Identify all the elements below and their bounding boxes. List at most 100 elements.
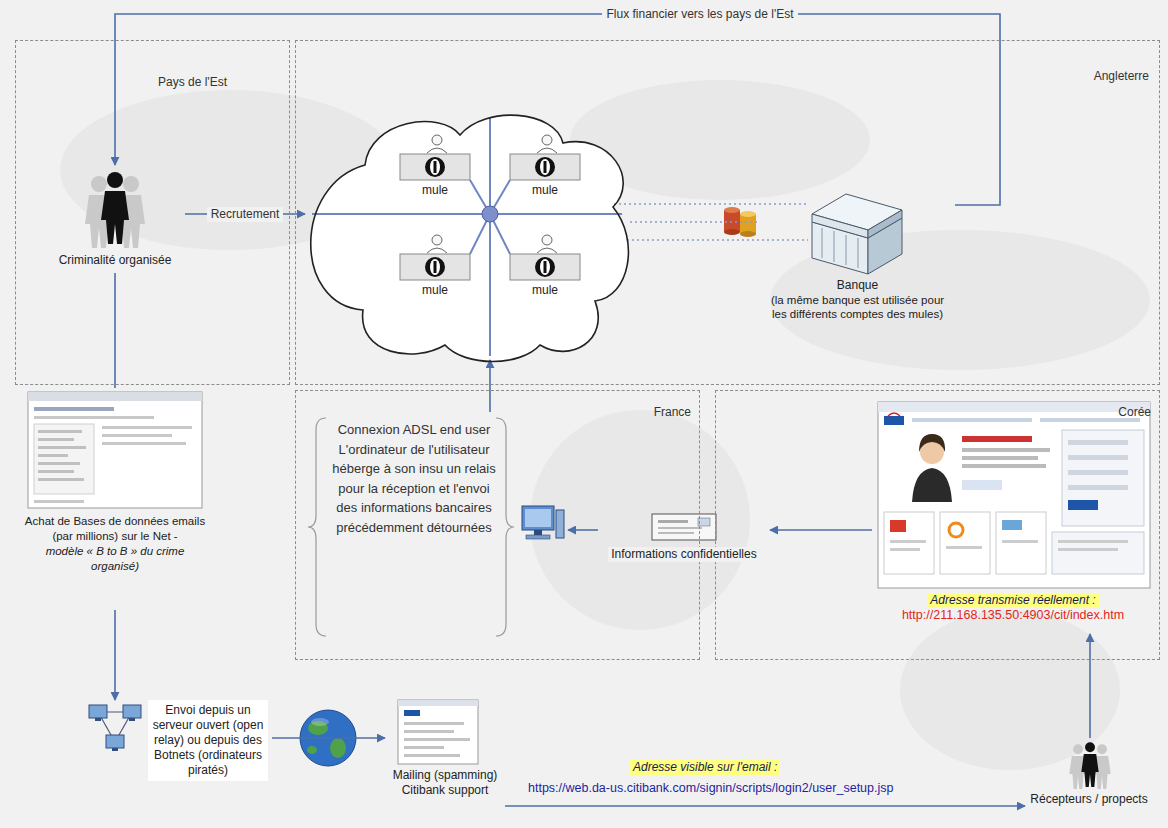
phishing-site: Adresse transmise réellement :http://211… — [872, 398, 1154, 634]
phishing-site-screenshot — [890, 520, 906, 532]
mule-account: mule — [503, 132, 587, 202]
bracket — [308, 418, 326, 636]
phishing-site-screenshot — [1002, 540, 1038, 543]
world-map-background — [530, 410, 750, 630]
bank-building — [868, 210, 902, 238]
coin-stack — [740, 211, 756, 217]
node-text: Informations confidentielles — [608, 547, 759, 562]
botnet-icon — [106, 735, 124, 751]
coin-stack — [724, 207, 740, 213]
region-name: France — [654, 405, 691, 420]
region-name: Angleterre — [1094, 69, 1149, 84]
actor-node: Criminalité organisée — [45, 165, 185, 273]
region-box: CoréeAdresse transmise réellement :http:… — [715, 390, 1160, 660]
region-box: AngleterremulemulemulemuleBanque(la même… — [295, 40, 1160, 385]
phishing-site-screenshot — [888, 413, 900, 416]
money-transfer-lines — [627, 239, 808, 240]
bank-node: Banque(la même banque est utilisée pour … — [760, 180, 955, 340]
phishing-site-screenshot — [912, 418, 1032, 422]
mule-account: mule — [393, 132, 477, 202]
database-screenshot — [38, 446, 86, 449]
bank-building — [858, 238, 859, 268]
phishing-site-screenshot — [890, 540, 926, 543]
world-map-background — [60, 80, 1150, 770]
region-box: France Connexion ADSL end userL'ordinateu… — [295, 390, 700, 660]
coin-stack — [724, 229, 740, 235]
bank-building — [822, 228, 823, 258]
stolen-data: Informations confidentielles — [598, 512, 770, 570]
phishing-site-screenshot — [1052, 532, 1144, 574]
coin-stack — [740, 231, 756, 237]
node-text: Connexion ADSL end user — [332, 420, 496, 440]
flow-arrow — [505, 805, 1025, 807]
spam-sender: Envoi depuis un serveur ouvert (open rel… — [82, 700, 272, 808]
cheque-icon — [658, 520, 688, 523]
database-screenshot — [38, 438, 74, 441]
mule-network-hub — [489, 118, 491, 356]
computer-icon — [522, 506, 564, 539]
computer-icon — [525, 509, 551, 527]
database-screenshot — [34, 500, 84, 503]
node-text: Achat de Bases de données emails (par mi… — [24, 514, 206, 544]
mailing-screenshot — [404, 746, 444, 749]
node-text: mule — [397, 283, 473, 298]
region-name: Pays de l'Est — [158, 75, 227, 90]
computer-icon — [534, 530, 542, 535]
database-screenshot — [28, 392, 202, 508]
network-hub — [482, 206, 498, 222]
phishing-site-screenshot — [1058, 540, 1128, 543]
database-screenshot — [34, 407, 114, 411]
database-screenshot — [34, 416, 154, 419]
globe-icon — [311, 718, 329, 726]
mailing-screenshot — [398, 700, 478, 706]
coin-stack — [724, 210, 740, 232]
mule-icon — [400, 235, 470, 280]
phishing-site-screenshot — [878, 402, 1150, 588]
botnet-icon — [89, 705, 141, 751]
criminal-figure — [101, 172, 129, 244]
edge-label: Flux financier vers les pays de l'Est — [602, 7, 797, 22]
phishing-site-screenshot — [878, 402, 1150, 412]
mule-account: mule — [503, 232, 587, 302]
criminal-figure — [85, 172, 145, 248]
computer-icon — [556, 510, 564, 538]
phishing-site-screenshot — [1068, 470, 1128, 475]
database-purchase: Achat de Bases de données emails (par mi… — [20, 388, 210, 610]
mailing-screenshot — [398, 700, 478, 764]
mailing-screenshot — [404, 710, 420, 716]
relay-computer: Connexion ADSL end userL'ordinateur de l… — [310, 412, 568, 640]
phishing-site-screenshot — [878, 402, 1150, 588]
node-text: Envoi depuis un serveur ouvert (open rel… — [148, 700, 268, 781]
computer-icon — [522, 506, 554, 530]
phishing-site-screenshot — [962, 448, 1050, 452]
mailing-screenshot — [404, 738, 470, 741]
phishing-site-screenshot — [912, 468, 952, 502]
phishing-site-screenshot — [946, 546, 982, 549]
mule-cloud: mule mule mule mule — [305, 105, 630, 360]
cheque-icon — [658, 527, 702, 529]
region-name: Corée — [1118, 405, 1151, 420]
flow-arrow — [568, 529, 598, 531]
mailing-screenshot — [404, 730, 454, 733]
database-screenshot — [38, 462, 80, 465]
phishing-site-screenshot — [996, 512, 1046, 574]
phishing-site-screenshot — [884, 416, 904, 425]
phishing-site-screenshot — [1002, 520, 1022, 530]
mule-icon — [400, 135, 580, 280]
cloud-fill — [311, 115, 629, 361]
node-text: (la même banque est utilisée pour les di… — [764, 293, 951, 322]
node-text: mule — [507, 183, 583, 198]
phishing-site-screenshot — [962, 464, 1046, 468]
database-screenshot — [38, 478, 84, 481]
phishing-site-screenshot — [1062, 430, 1144, 526]
flow-arrow — [1089, 634, 1091, 738]
globe-icon — [330, 738, 346, 758]
mule-icon — [510, 235, 580, 280]
money-transfer-lines — [614, 203, 808, 204]
spam-mailing: Mailing (spamming) Citibank support — [385, 698, 505, 808]
recipients: Récepteurs / propects — [1025, 738, 1153, 810]
money-transfer-line — [630, 221, 760, 222]
computer-icon — [526, 535, 550, 539]
bank-building — [846, 235, 847, 265]
